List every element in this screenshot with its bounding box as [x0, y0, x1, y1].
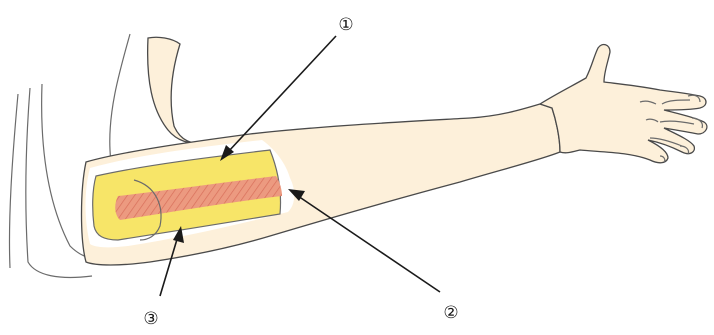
hand — [540, 45, 707, 163]
marker-2-label: ② — [443, 303, 458, 323]
upper-arm — [148, 37, 206, 143]
torso-outline — [26, 88, 92, 277]
marker-3: ③ — [143, 309, 158, 329]
marker-3-label: ③ — [143, 309, 158, 329]
marker-2: ② — [443, 303, 458, 323]
back-arm-outline — [9, 94, 18, 268]
marker-1: ① — [338, 15, 353, 35]
leader-line-2 — [298, 196, 440, 292]
marker-1-label: ① — [338, 15, 353, 35]
